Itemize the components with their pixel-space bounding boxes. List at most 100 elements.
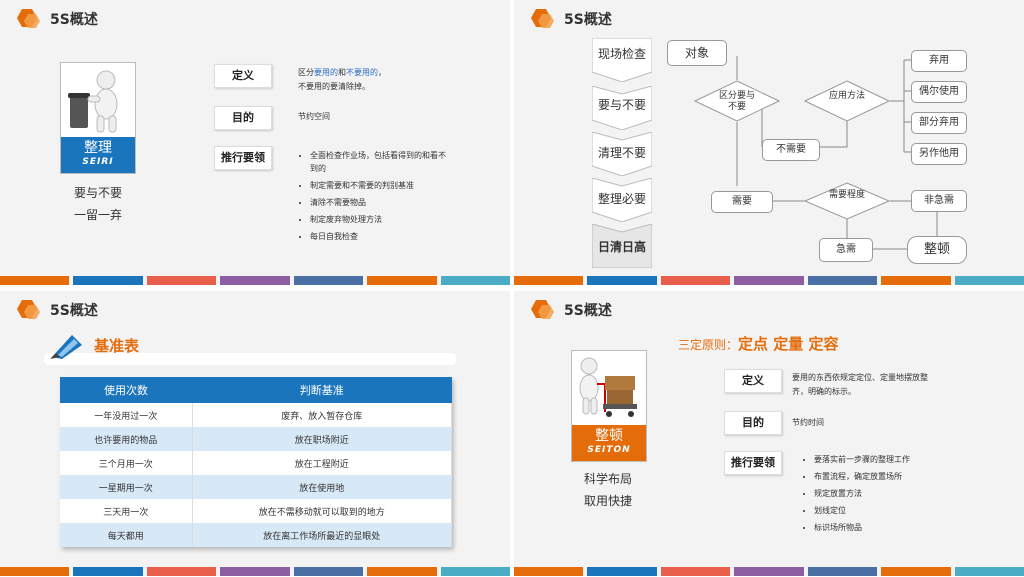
- decision-text: 区分要与不要: [718, 91, 755, 112]
- figure-with-cart-icon: [575, 354, 643, 424]
- slide-5s-seiton[interactable]: 5S概述 三定原则：定点 定量 定容 整顿 SEITON 科学布局 取用快捷: [514, 291, 1024, 576]
- not-needed-box: 不需要: [762, 139, 820, 161]
- table-heading-bar: 基准表: [44, 331, 456, 365]
- color-bar-strip: [0, 276, 510, 285]
- card-caption: 科学布局 取用快捷: [562, 468, 654, 512]
- apply-text: 应用方法: [828, 91, 865, 101]
- caption-line-2: 取用快捷: [583, 494, 632, 508]
- def-text-c: 和: [338, 68, 346, 77]
- point-item: 要落实前一步骤的整理工作: [814, 453, 970, 466]
- point-item: 全面检查作业场，包括看得到的和看不到的: [310, 149, 446, 175]
- points-list: 全面检查作业场，包括看得到的和看不到的 制定需要和不需要的判别基准 清除不需要物…: [296, 149, 446, 247]
- degree-diamond: [804, 182, 890, 220]
- apply-diamond: [804, 80, 890, 122]
- card-title: 整顿: [595, 428, 623, 444]
- color-bar-strip: [0, 567, 510, 576]
- table-cell: 放在工程附近: [192, 451, 452, 475]
- def-text-line2: 不要用的要清除掉。: [298, 82, 370, 91]
- use-box: 弃用: [911, 50, 967, 72]
- point-item: 标识场所物品: [814, 521, 970, 534]
- step-label: 现场检查: [597, 47, 646, 61]
- table-cell: 废弃、放入暂存仓库: [192, 403, 452, 427]
- card-label-area: 整顿 SEITON: [572, 425, 646, 461]
- step-chevron: 清理不要: [592, 132, 652, 176]
- principle-value: 定点 定量 定容: [738, 335, 839, 353]
- table-heading: 基准表: [94, 337, 140, 355]
- definition-key: 定义: [214, 64, 272, 88]
- principle-line: 三定原则：定点 定量 定容: [678, 333, 838, 354]
- point-item: 制定废弃物处理方法: [310, 213, 446, 226]
- card-label-area: 整理 SEIRI: [61, 137, 135, 173]
- goal-text: 节约时间: [792, 418, 824, 427]
- def-text-e: ，: [378, 68, 386, 77]
- table-cell: 一年没用过一次: [60, 403, 193, 427]
- step-label: 清理不要: [597, 146, 646, 160]
- step-label: 要与不要: [597, 98, 646, 112]
- step-chevron: 现场检查: [592, 38, 652, 82]
- non-urgent-box: 非急需: [911, 190, 967, 212]
- table-cell: 三天用一次: [60, 499, 193, 523]
- def-text-d: 不要用的: [346, 68, 378, 77]
- def-text-a: 区分: [298, 68, 314, 77]
- decision-diamond: [694, 80, 780, 122]
- caption-line-2: 一留一弃: [73, 208, 122, 222]
- seiri-card: 整理 SEIRI: [60, 62, 136, 174]
- seiton-card: 整顿 SEITON: [571, 350, 647, 462]
- hexagon-logo-icon: [16, 8, 40, 28]
- hexagon-logo-icon: [530, 8, 554, 28]
- table-header: 判断基准: [192, 377, 452, 403]
- goal-key: 目的: [214, 106, 272, 130]
- card-subtitle: SEIRI: [82, 157, 114, 167]
- definition-key: 定义: [724, 369, 782, 393]
- point-item: 规定放置方法: [814, 487, 970, 500]
- principle-label: 三定原则：: [678, 338, 739, 352]
- page-title: 5S概述: [564, 303, 612, 319]
- step-chevron: 整理必要: [592, 178, 652, 222]
- point-item: 每日自我检查: [310, 230, 446, 243]
- goal-key: 目的: [724, 411, 782, 435]
- degree-text: 需要程度: [828, 190, 865, 200]
- standard-table: 使用次数 判断基准 一年没用过一次废弃、放入暂存仓库 也许要用的物品放在职场附近…: [60, 377, 452, 547]
- table-cell: 也许要用的物品: [60, 427, 193, 451]
- page-title: 5S概述: [50, 303, 98, 319]
- table-cell: 放在使用地: [192, 475, 452, 499]
- needed-box: 需要: [711, 191, 773, 213]
- table-cell: 放在不需移动就可以取到的地方: [192, 499, 452, 523]
- caption-line-1: 要与不要: [73, 186, 122, 200]
- slide-flowchart[interactable]: 5S概述 现场检查 要与不要 清理不要 整理必要 日清日高: [514, 0, 1024, 285]
- table-cell: 一星期用一次: [60, 475, 193, 499]
- object-box: 对象: [667, 40, 727, 66]
- step-label: 日清日高: [597, 240, 646, 254]
- table-row: 每天都用放在离工作场所最近的显眼处: [60, 523, 452, 547]
- hexagon-logo-icon: [16, 299, 40, 319]
- point-item: 划线定位: [814, 504, 970, 517]
- goal-text: 节约空间: [298, 112, 330, 121]
- slide-5s-seiri[interactable]: 5S概述 整理 SEIRI 要与不要 一留一弃 定义 区分要用的和不要用的， 不…: [0, 0, 510, 285]
- hexagon-logo-icon: [530, 299, 554, 319]
- card-caption: 要与不要 一留一弃: [52, 182, 144, 226]
- table-row: 三天用一次放在不需移动就可以取到的地方: [60, 499, 452, 523]
- definition-text: 要用的东西依规定定位、定量地摆放整齐，明确的标示。: [792, 373, 928, 396]
- card-title: 整理: [84, 140, 112, 156]
- use-box: 偶尔使用: [911, 81, 967, 103]
- table-cell: 每天都用: [60, 523, 193, 547]
- table-header: 使用次数: [60, 377, 192, 403]
- points-list: 要落实前一步骤的整理工作 布置流程，确定放置场所 规定放置方法 划线定位 标识场…: [800, 453, 970, 538]
- figure-with-trashcan-icon: [64, 66, 132, 136]
- table-cell: 放在离工作场所最近的显眼处: [192, 523, 452, 547]
- pencil-ruler-icon: [48, 331, 88, 365]
- definition-text: 区分要用的和不要用的， 不要用的要清除掉。: [298, 66, 448, 94]
- table-row: 一年没用过一次废弃、放入暂存仓库: [60, 403, 452, 427]
- table-row: 三个月用一次放在工程附近: [60, 451, 452, 475]
- slide-standard-table[interactable]: 5S概述 基准表 使用次数 判断基准 一年没用过一次废弃、放入暂存仓库 也许要用…: [0, 291, 510, 576]
- def-text-b: 要用的: [314, 68, 338, 77]
- tidy-box: 整顿: [907, 236, 967, 264]
- color-bar-strip: [514, 276, 1024, 285]
- caption-line-1: 科学布局: [583, 472, 632, 486]
- table-row: 也许要用的物品放在职场附近: [60, 427, 452, 451]
- point-item: 清除不需要物品: [310, 196, 446, 209]
- step-label: 整理必要: [597, 192, 646, 206]
- step-chevron: 日清日高: [592, 224, 652, 268]
- card-subtitle: SEITON: [587, 445, 631, 455]
- urgent-box: 急需: [819, 238, 873, 262]
